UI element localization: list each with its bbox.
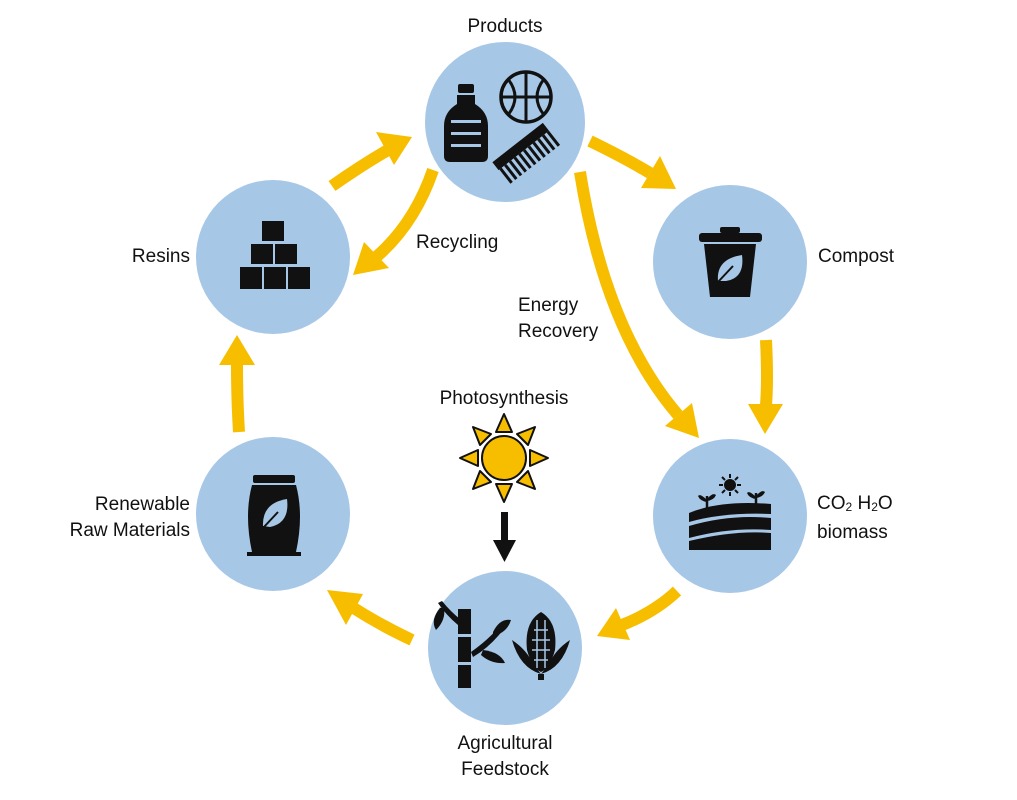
sun-icon <box>459 413 549 503</box>
feedstock-label-line2: Feedstock <box>461 759 549 780</box>
co2-text: CO <box>817 493 846 514</box>
raw-materials-label-line1: Renewable <box>94 494 190 515</box>
raw-materials-label: Renewable Raw Materials <box>20 492 190 544</box>
comb-icon <box>492 122 561 184</box>
farm-field-icon <box>689 474 771 550</box>
arrow-feedstock-to-raw-materials <box>327 590 415 646</box>
bamboo-corn-icon <box>433 601 570 688</box>
h2o-h-text: H <box>857 493 872 514</box>
basketball-icon <box>499 70 553 124</box>
compost-label: Compost <box>818 246 895 267</box>
co2-subscript: 2 <box>845 500 853 514</box>
feedstock-node <box>428 571 582 725</box>
energy-recovery-label: Energy Recovery <box>518 293 598 345</box>
feedstock-label: Agricultural Feedstock <box>425 731 585 783</box>
feedstock-label-line1: Agricultural <box>457 733 553 754</box>
stacked-boxes-icon <box>240 221 310 289</box>
biomass-text: biomass <box>817 522 888 543</box>
biomass-node <box>653 439 807 593</box>
photosynthesis-arrow <box>493 512 516 562</box>
h2o-subscript: 2 <box>871 500 878 514</box>
arrow-resins-to-products <box>328 132 412 191</box>
arrow-energy-recovery <box>574 171 699 438</box>
compost-bin-icon <box>699 227 762 297</box>
seed-bag-icon <box>247 475 301 556</box>
corn-icon <box>512 612 570 680</box>
energy-recovery-line1: Energy <box>518 295 579 316</box>
products-label: Products <box>467 16 543 37</box>
bamboo-icon <box>433 601 511 688</box>
arrow-biomass-to-feedstock <box>597 586 682 640</box>
arrow-products-to-compost <box>587 135 676 189</box>
products-icon <box>444 70 561 184</box>
recycling-label: Recycling <box>416 232 499 253</box>
energy-recovery-line2: Recovery <box>518 321 599 342</box>
arrow-compost-to-biomass <box>748 339 783 434</box>
arrow-raw-materials-to-resins <box>219 335 255 433</box>
resins-label: Resins <box>131 246 190 267</box>
arrow-recycling <box>353 168 439 275</box>
small-sun-icon <box>719 474 741 496</box>
raw-materials-label-line2: Raw Materials <box>69 520 190 541</box>
biomass-label: CO2 H2O biomass <box>817 491 893 546</box>
photosynthesis-label: Photosynthesis <box>439 388 569 409</box>
h2o-o-text: O <box>877 493 893 514</box>
bottle-icon <box>444 84 488 162</box>
